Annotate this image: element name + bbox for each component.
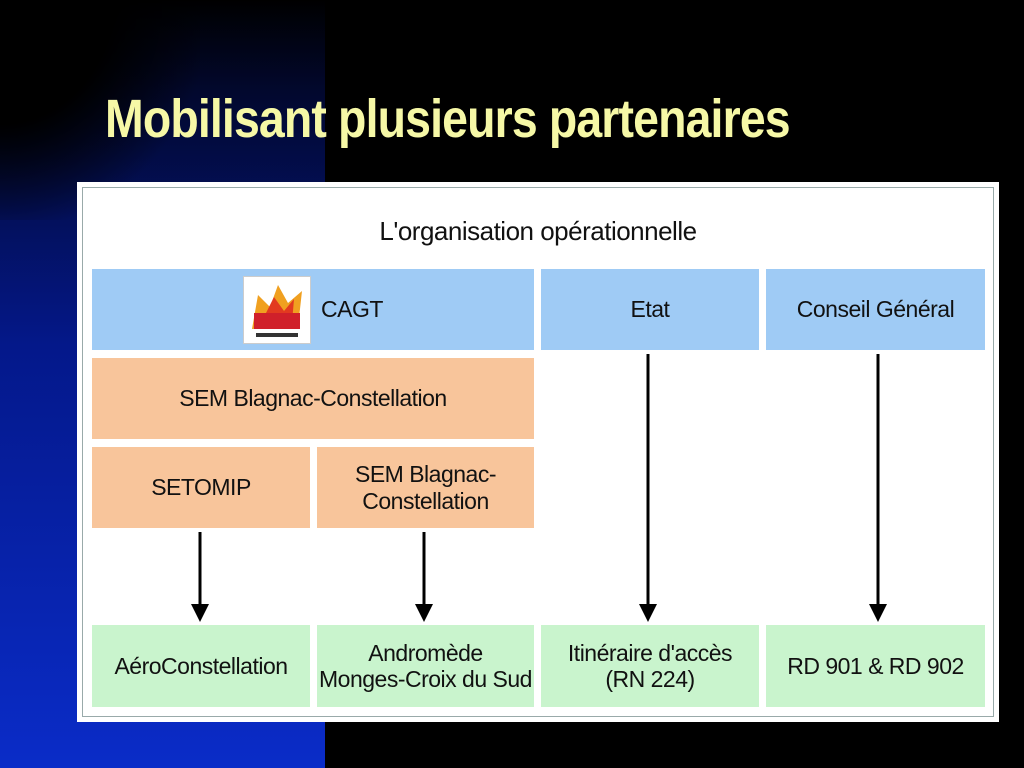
- sem-blagnac-sub-line1: SEM Blagnac-: [354, 461, 497, 488]
- itineraire-line1: Itinéraire d'accès: [567, 639, 733, 666]
- cagt-label: CAGT: [321, 296, 383, 323]
- sem-blagnac-sub-box: SEM Blagnac- Constellation: [317, 447, 534, 528]
- flow-arrows: [191, 354, 887, 622]
- itineraire-box: Itinéraire d'accès (RN 224): [541, 625, 759, 707]
- aeroconstellation-box: AéroConstellation: [92, 625, 310, 707]
- itineraire-line2: (RN 224): [605, 666, 695, 692]
- diagram-frame: L'organisation opérationnelle CAGT Etat …: [82, 187, 994, 717]
- diagram-title: L'organisation opérationnelle: [379, 216, 697, 246]
- cagt-box: CAGT: [92, 269, 534, 350]
- rd-box: RD 901 & RD 902: [766, 625, 985, 707]
- etat-box: Etat: [541, 269, 759, 350]
- andromede-line2: Monges-Croix du Sud: [319, 666, 532, 692]
- diagram-panel: L'organisation opérationnelle CAGT Etat …: [77, 182, 999, 722]
- setomip-box: SETOMIP: [92, 447, 310, 528]
- grand-toulouse-logo: [243, 275, 312, 344]
- andromede-line1: Andromède: [368, 639, 483, 666]
- conseil-general-box: Conseil Général: [766, 269, 985, 350]
- sem-blagnac-sub-line2: Constellation: [362, 487, 489, 514]
- slide-title: Mobilisant plusieurs partenaires: [105, 89, 791, 149]
- andromede-box: Andromède Monges-Croix du Sud: [317, 625, 534, 707]
- sem-blagnac-main-box: SEM Blagnac-Constellation: [92, 358, 534, 439]
